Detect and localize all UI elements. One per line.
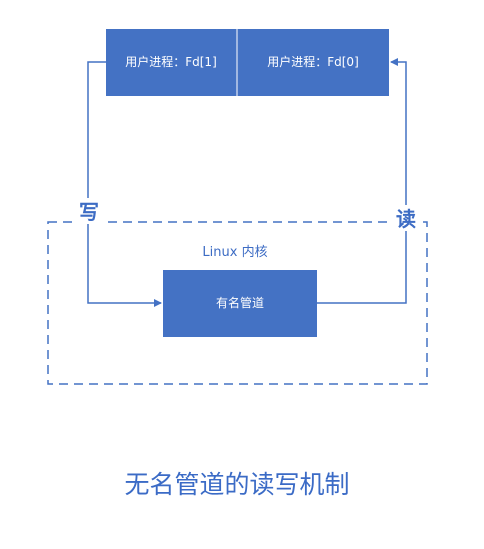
pipe-box (163, 270, 317, 337)
process-label-write-end: 用户进程：Fd[1] (125, 54, 217, 69)
read-label: 读 (396, 207, 416, 231)
write-label-bg (76, 198, 102, 224)
kernel-label: Linux 内核 (202, 244, 267, 260)
read-label-bg (393, 205, 419, 231)
process-box-write-end (106, 29, 237, 96)
process-box-read-end (237, 29, 389, 96)
write-label: 写 (79, 200, 99, 224)
read-arrow (317, 58, 407, 304)
write-arrow (87, 61, 162, 307)
pipe-label: 有名管道 (216, 295, 264, 310)
diagram-caption: 无名管道的读写机制 (124, 470, 349, 499)
process-label-read-end: 用户进程：Fd[0] (267, 54, 359, 69)
